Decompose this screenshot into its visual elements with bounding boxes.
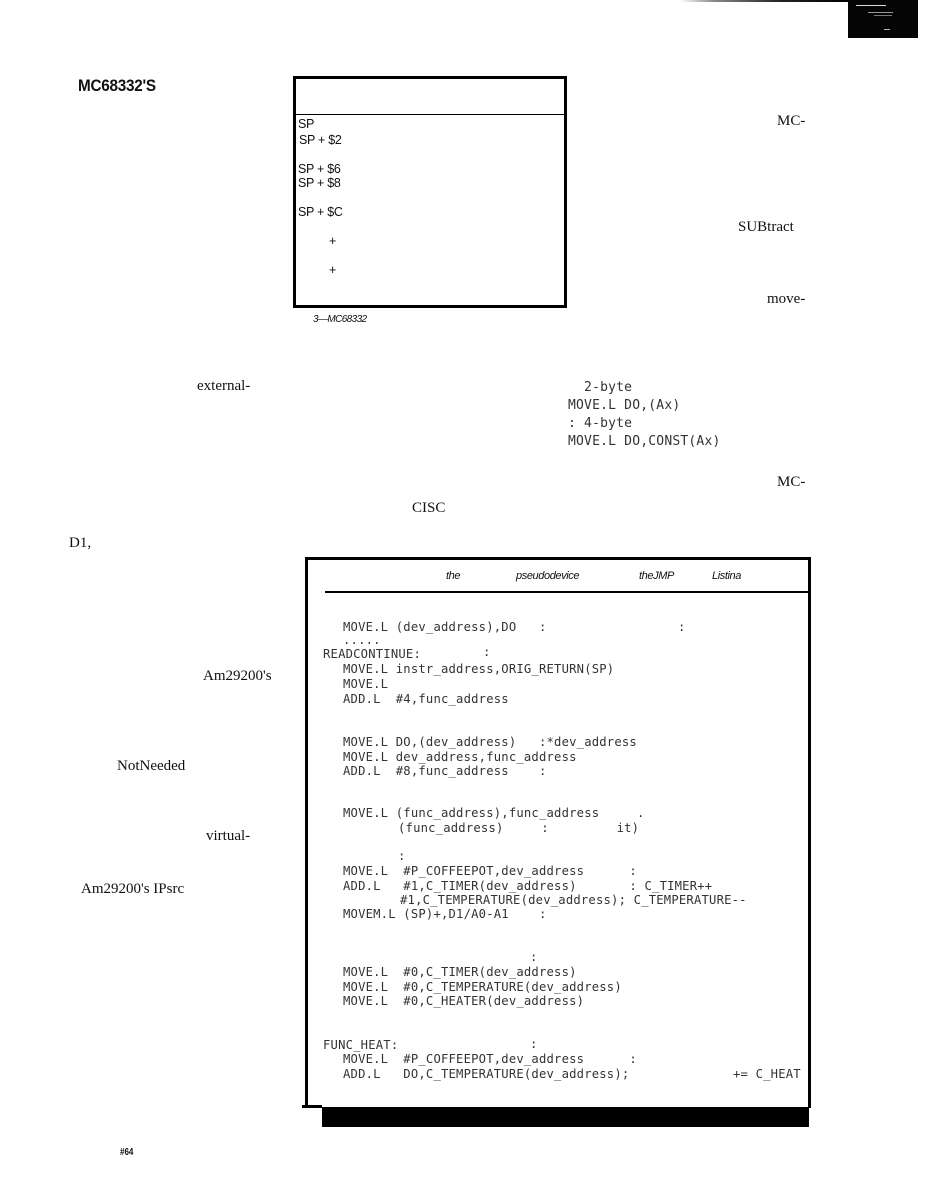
section-title: MC68332'S [78, 76, 156, 95]
listing-code-line: += C_HEAT [733, 1067, 801, 1081]
listing-frame [305, 557, 811, 1108]
stack-offset-label: SP [298, 117, 315, 131]
body-text-fragment: external- [197, 378, 251, 394]
listing-code-line: ADD.L #1,C_TIMER(dev_address) : C_TIMER+… [343, 879, 713, 893]
listing-code-line: MOVE.L [343, 677, 389, 691]
body-text-fragment: MC- [777, 113, 806, 129]
listing-code-line: FUNC_HEAT: [323, 1038, 399, 1052]
listing-code-line: ..... [343, 633, 381, 647]
listing-header-divider [325, 591, 808, 593]
listing-code-line: MOVE.L #P_COFFEEPOT,dev_address : [343, 864, 637, 878]
body-text-fragment: SUBtract [738, 219, 794, 235]
page-number: #64 [120, 1147, 134, 1158]
inline-code-line: MOVE.L DO,(Ax) [568, 398, 681, 413]
stack-offset-label: SP + $8 [298, 176, 341, 190]
body-text-fragment: move- [767, 291, 806, 307]
listing-code-line: ADD.L #4,func_address [343, 692, 509, 706]
listing-code-line: MOVE.L dev_address,func_address [343, 750, 577, 764]
listing-code-line: #1,C_TEMPERATURE(dev_address); C_TEMPERA… [400, 893, 747, 907]
listing-bottom-bar [322, 1107, 809, 1127]
listing-title-fragment: Listina [712, 570, 741, 582]
listing-code-line: ADD.L #8,func_address : [343, 764, 547, 778]
stack-offset-label: + [329, 234, 336, 248]
listing-title-fragment: the [446, 570, 461, 582]
corner-photo-image [848, 0, 918, 38]
stack-offset-label: SP + $2 [299, 133, 342, 147]
figure-3-caption: 3—MC68332 [313, 314, 367, 325]
listing-code-line: : [678, 620, 686, 634]
top-rule-divider [680, 0, 850, 2]
inline-code-line: 2-byte [568, 380, 633, 395]
stack-offset-label: SP + $C [298, 205, 343, 219]
listing-code-line: : [483, 645, 491, 659]
body-text-fragment: virtual- [206, 828, 251, 844]
inline-code-line: MOVE.L DO,CONST(Ax) [568, 434, 721, 449]
body-text-fragment: MC- [777, 474, 806, 490]
listing-code-line: MOVE.L DO,(dev_address) :*dev_address [343, 735, 637, 749]
listing-code-line: READCONTINUE: [323, 647, 421, 661]
figure-3-header-divider [296, 114, 564, 115]
stack-offset-label: + [329, 263, 336, 277]
body-text-fragment: NotNeeded [117, 758, 186, 774]
listing-code-line: MOVE.L (dev_address),DO : [343, 620, 547, 634]
listing-code-line: (func_address) : it) [398, 821, 640, 835]
listing-code-line: MOVE.L instr_address,ORIG_RETURN(SP) [343, 662, 615, 676]
listing-code-line: ADD.L DO,C_TEMPERATURE(dev_address); [343, 1067, 630, 1081]
listing-code-line: : [530, 950, 538, 964]
listing-code-line: MOVE.L #0,C_HEATER(dev_address) [343, 994, 585, 1008]
listing-code-line: MOVE.L #0,C_TEMPERATURE(dev_address) [343, 980, 622, 994]
listing-code-line: : [398, 849, 406, 863]
listing-corner-mark [302, 1105, 322, 1108]
body-text-fragment: Am29200's IPsrc [81, 881, 185, 897]
listing-code-line: MOVE.L (func_address),func_address . [343, 806, 645, 820]
listing-code-line: : [530, 1037, 538, 1051]
listing-title-fragment: theJMP [639, 570, 674, 582]
body-text-fragment: D1, [69, 535, 92, 551]
body-text-fragment: Am29200's [203, 668, 272, 684]
listing-code-line: MOVE.L #0,C_TIMER(dev_address) [343, 965, 577, 979]
inline-code-line: : 4-byte [568, 416, 633, 431]
listing-title-fragment: pseudodevice [516, 570, 580, 582]
body-text-fragment: CISC [412, 500, 446, 516]
listing-code-line: MOVEM.L (SP)+,D1/A0-A1 : [343, 907, 547, 921]
stack-offset-label: SP + $6 [298, 162, 341, 176]
figure-3-stack-frame-box [293, 76, 567, 308]
listing-code-line: MOVE.L #P_COFFEEPOT,dev_address : [343, 1052, 637, 1066]
